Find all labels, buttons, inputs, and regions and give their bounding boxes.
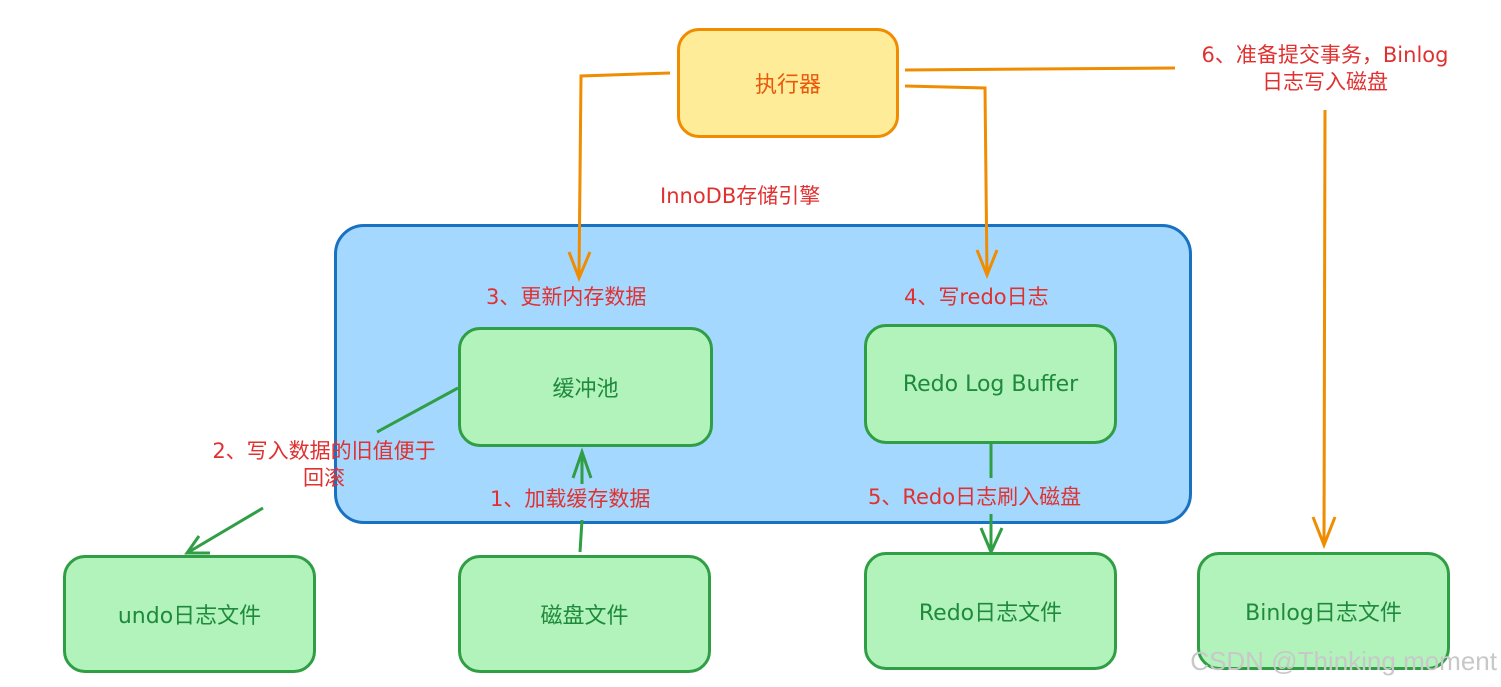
step6-line1: 6、准备提交事务，Binlog	[1201, 43, 1449, 67]
step2-label: 2、写入数据的旧值便于 回滚	[188, 438, 460, 493]
disk-file-node: 磁盘文件	[458, 555, 711, 673]
innodb-engine-label: InnoDB存储引擎	[660, 184, 821, 208]
step6-line2: 日志写入磁盘	[1262, 70, 1388, 95]
redo-log-buffer-node: Redo Log Buffer	[864, 324, 1117, 444]
step5-label: 5、Redo日志刷入磁盘	[868, 485, 1082, 509]
step3-label: 3、更新内存数据	[486, 285, 647, 309]
redo-file-node: Redo日志文件	[864, 552, 1117, 670]
watermark: CSDN @Thinking moment	[1190, 646, 1497, 676]
executor-node: 执行器	[677, 28, 899, 138]
arrow-disk-to-buffer-pool	[578, 519, 584, 553]
undo-file-label: undo日志文件	[117, 604, 262, 629]
step1-label: 1、加载缓存数据	[490, 487, 651, 511]
arrow-undo-segment	[186, 506, 264, 555]
buffer-pool-label: 缓冲池	[552, 377, 619, 402]
arrowhead-buffer-pool	[567, 251, 592, 283]
buffer-pool-node: 缓冲池	[458, 327, 713, 447]
arrow-executor-to-binlog	[904, 66, 1176, 72]
executor-label: 执行器	[754, 73, 821, 98]
arrow-executor-to-redo-buffer	[904, 84, 989, 276]
step2-line1: 2、写入数据的旧值便于	[212, 439, 436, 463]
step4-label: 4、写redo日志	[904, 285, 1049, 309]
arrow-binlog-down	[1322, 109, 1327, 546]
arrowhead-buffer-pool-up	[571, 447, 593, 479]
arrow-executor-to-buffer-pool	[577, 71, 671, 279]
arrowhead-undo	[184, 535, 210, 555]
binlog-file-node: Binlog日志文件	[1197, 552, 1450, 670]
step2-line2: 回滚	[303, 466, 345, 491]
step6-label: 6、准备提交事务，Binlog 日志写入磁盘	[1170, 42, 1480, 97]
disk-file-label: 磁盘文件	[540, 604, 629, 629]
redo-file-label: Redo日志文件	[918, 601, 1063, 626]
arrowhead-binlog	[1311, 516, 1337, 550]
arrow-buffer-pool-to-undo	[376, 386, 459, 434]
redo-log-buffer-label: Redo Log Buffer	[902, 371, 1079, 397]
undo-file-node: undo日志文件	[63, 555, 316, 673]
binlog-file-label: Binlog日志文件	[1245, 601, 1402, 626]
arrowhead-redo-buffer	[975, 249, 999, 280]
